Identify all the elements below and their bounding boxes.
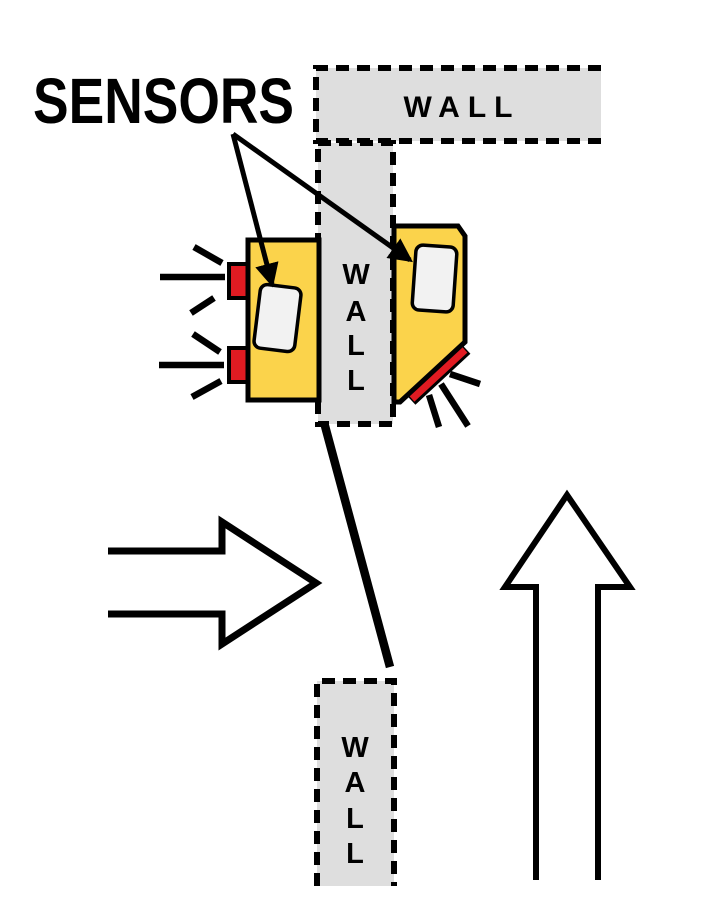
- direction-arrow-right-icon: [108, 515, 323, 651]
- wall-middle: W A L L: [315, 140, 396, 427]
- sensors-pointer-left-arrow: [230, 133, 279, 288]
- wall-middle-letter-l1: L: [347, 330, 365, 362]
- robot-right-emitter: [409, 347, 468, 402]
- wall-bottom-shape: [314, 678, 397, 886]
- wall-bottom: W A L L: [314, 678, 397, 886]
- light-ray-icon: [190, 378, 223, 400]
- sensors-label: SENSORS: [33, 65, 294, 137]
- wall-top-label: WALL: [404, 91, 521, 124]
- robot-left-emitter-top: [227, 262, 250, 300]
- direction-arrow-up-icon: [499, 489, 636, 880]
- wall-bottom-letter-l2: L: [346, 838, 364, 870]
- robot-right: [391, 223, 482, 428]
- wall-top: WALL: [313, 65, 601, 144]
- robot-left-sensor-window: [252, 282, 303, 354]
- sensor-beam-line: [320, 424, 395, 669]
- sensors-pointer-right-arrow: [231, 131, 413, 263]
- light-ray-icon: [425, 394, 443, 428]
- light-ray-icon: [448, 370, 482, 388]
- light-ray-icon: [191, 331, 222, 355]
- wall-middle-letter-w: W: [342, 259, 370, 291]
- light-ray-icon: [438, 382, 471, 428]
- light-ray-icon: [192, 244, 224, 266]
- wall-middle-letter-l2: L: [347, 365, 365, 397]
- wall-bottom-letter-l1: L: [346, 803, 364, 835]
- robot-left: [159, 237, 322, 403]
- wall-bottom-letter-w: W: [341, 732, 369, 764]
- robot-right-sensor-window: [410, 243, 459, 314]
- wall-bottom-letter-a: A: [345, 767, 366, 799]
- robot-left-emitter-bottom: [227, 346, 250, 384]
- wall-top-shape: [313, 65, 601, 144]
- wall-middle-letter-a: A: [346, 296, 367, 328]
- light-ray-icon: [189, 295, 216, 316]
